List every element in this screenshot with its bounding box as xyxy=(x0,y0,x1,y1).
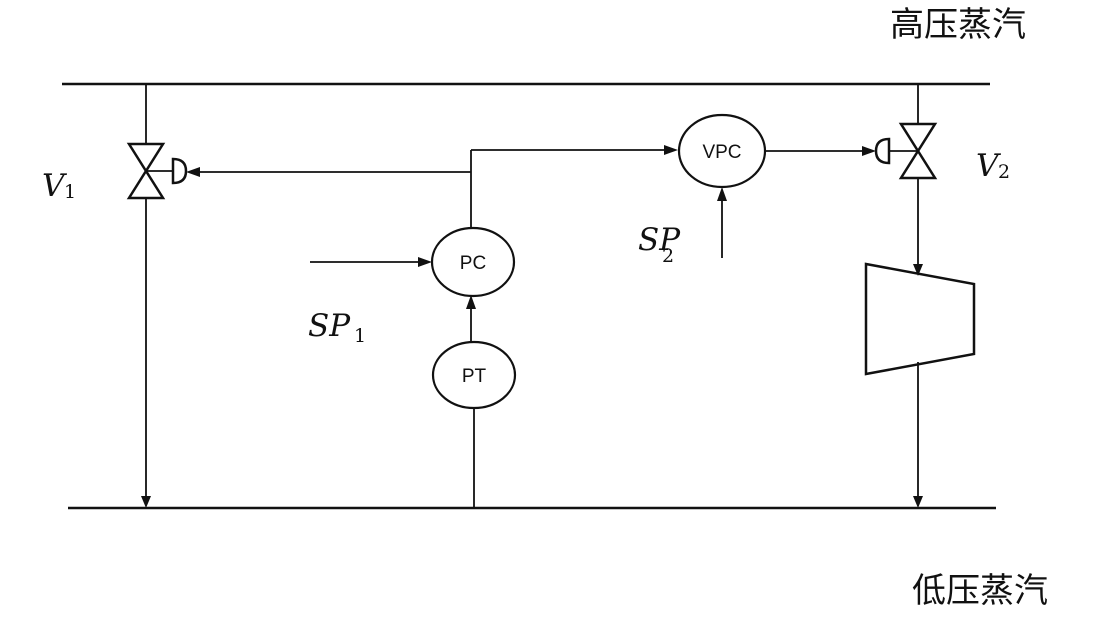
sp1-label: SP 1 xyxy=(308,308,366,347)
svg-text:VPC: VPC xyxy=(702,142,741,163)
svg-text:V: V xyxy=(976,148,1002,184)
svg-text:1: 1 xyxy=(354,325,366,347)
svg-text:PT: PT xyxy=(462,366,487,387)
svg-text:2: 2 xyxy=(662,245,674,267)
low-pressure-steam-label: 低压蒸汽 xyxy=(912,571,1048,611)
v1-label: V 1 xyxy=(42,168,76,204)
svg-text:V: V xyxy=(42,168,68,204)
vpc-controller: VPC xyxy=(677,113,767,189)
v2-label: V 2 xyxy=(976,148,1010,184)
pc-output-signal xyxy=(186,145,678,228)
v1-valve-symbol xyxy=(126,142,188,200)
svg-text:PC: PC xyxy=(460,253,486,274)
pt-to-pc-signal xyxy=(466,295,476,342)
pc-controller: PC xyxy=(430,226,516,298)
vpc-output-signal xyxy=(766,146,876,156)
high-pressure-steam-label: 高压蒸汽 xyxy=(890,5,1026,45)
v1-bypass-branch xyxy=(141,84,151,508)
sp2-label: SP 2 xyxy=(638,222,681,267)
svg-text:SP: SP xyxy=(308,308,351,344)
svg-text:2: 2 xyxy=(998,161,1010,183)
svg-text:SP: SP xyxy=(638,222,681,258)
v2-turbine-branch xyxy=(913,84,923,508)
sp2-input-signal xyxy=(717,187,727,258)
pt-transmitter: PT xyxy=(431,340,517,410)
v2-valve-symbol xyxy=(874,122,938,180)
turbine-symbol xyxy=(864,262,976,376)
svg-text:1: 1 xyxy=(64,181,76,203)
sp1-input-signal xyxy=(310,257,432,267)
